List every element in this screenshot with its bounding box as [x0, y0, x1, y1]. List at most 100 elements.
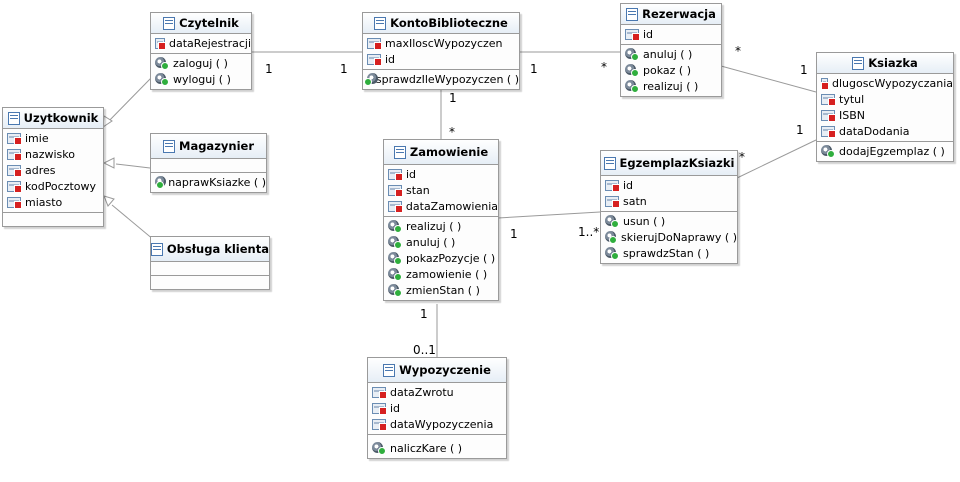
operation-row[interactable]: pokaz ( ): [621, 62, 721, 78]
public-operation-icon: [605, 246, 619, 260]
attribute-row[interactable]: kodPocztowy: [3, 178, 103, 194]
attribute-row[interactable]: id: [368, 400, 506, 416]
operation-row[interactable]: realizuj ( ): [384, 218, 498, 234]
public-operation-icon: [155, 72, 169, 86]
attribute-row[interactable]: adres: [3, 162, 103, 178]
operation-row[interactable]: wyloguj ( ): [151, 71, 251, 87]
operation-row[interactable]: skierujDoNaprawy ( ): [601, 229, 737, 245]
attribute-row[interactable]: id: [621, 26, 721, 42]
operation-row[interactable]: anuluj ( ): [621, 46, 721, 62]
attributes-section: maxIloscWypozyczen id: [363, 34, 519, 70]
multiplicity-label: 1: [340, 62, 348, 76]
operations-section: [3, 213, 103, 226]
private-attribute-icon: [372, 418, 387, 431]
class-header: Ksiazka: [817, 53, 953, 74]
attribute-row[interactable]: satn: [601, 193, 737, 209]
attribute-row[interactable]: id: [384, 166, 498, 182]
attribute-row[interactable]: tytul: [817, 91, 953, 107]
class-name: Magazynier: [179, 139, 254, 153]
attribute-row[interactable]: stan: [384, 182, 498, 198]
operation-name: anuluj ( ): [643, 47, 693, 61]
attribute-row[interactable]: dataWypozyczenia: [368, 416, 506, 432]
attribute-row[interactable]: dataZamowienia: [384, 198, 498, 214]
operation-row[interactable]: dodajEgzemplaz ( ): [817, 143, 953, 159]
attribute-name: miasto: [25, 195, 63, 209]
operation-name: naliczKare ( ): [390, 441, 463, 455]
operation-row[interactable]: usun ( ): [601, 213, 737, 229]
operation-row[interactable]: pokazPozycje ( ): [384, 250, 498, 266]
operation-row[interactable]: anuluj ( ): [384, 234, 498, 250]
class-name: EgzemplazKsiazki: [619, 156, 735, 170]
class-box-egzemplazksiazki[interactable]: EgzemplazKsiazki id satn usun ( ) skieru…: [600, 150, 738, 264]
class-header: Wypozyczenie: [368, 358, 506, 383]
operation-name: zmienStan ( ): [406, 283, 480, 297]
multiplicity-label: *: [735, 44, 741, 58]
public-operation-icon: [625, 79, 639, 93]
class-box-wypozyczenie[interactable]: Wypozyczenie dataZwrotu id dataWypozycze…: [367, 357, 507, 459]
attribute-row[interactable]: imie: [3, 130, 103, 146]
operation-row[interactable]: zaloguj ( ): [151, 55, 251, 71]
operation-row[interactable]: sprawdzIleWypozyczen ( ): [363, 71, 519, 87]
operation-row[interactable]: naliczKare ( ): [368, 440, 506, 456]
public-operation-icon: [605, 214, 619, 228]
attribute-row[interactable]: maxIloscWypozyczen: [363, 35, 519, 51]
private-attribute-icon: [605, 179, 620, 192]
class-box-magazynier[interactable]: Magazynier naprawKsiazke ( ): [150, 133, 267, 193]
operation-row[interactable]: zamowienie ( ): [384, 266, 498, 282]
class-header: Obsługa klienta: [151, 237, 269, 262]
class-box-obsluga-klienta[interactable]: Obsługa klienta: [150, 236, 270, 290]
class-box-zamowienie[interactable]: Zamowienie id stan dataZamowienia realiz…: [383, 139, 499, 301]
multiplicity-label: 0..1: [413, 343, 436, 357]
attribute-name: maxIloscWypozyczen: [385, 36, 503, 50]
attribute-row[interactable]: dataZwrotu: [368, 384, 506, 400]
class-header: KontoBiblioteczne: [363, 13, 519, 34]
attribute-row[interactable]: id: [363, 51, 519, 67]
operation-row[interactable]: sprawdzStan ( ): [601, 245, 737, 261]
class-header: Zamowienie: [384, 140, 498, 165]
attribute-row[interactable]: dataRejestracji: [151, 35, 251, 51]
class-box-rezerwacja[interactable]: Rezerwacja id anuluj ( ) pokaz ( ) reali…: [620, 3, 722, 97]
attribute-name: dataRejestracji: [169, 36, 251, 50]
class-icon: [7, 111, 20, 125]
class-icon: [852, 56, 865, 70]
attribute-name: tytul: [839, 92, 865, 106]
private-attribute-icon: [388, 184, 403, 197]
attribute-row[interactable]: dataDodania: [817, 123, 953, 139]
operation-row[interactable]: realizuj ( ): [621, 78, 721, 94]
private-attribute-icon: [821, 109, 836, 122]
operations-section: usun ( ) skierujDoNaprawy ( ) sprawdzSta…: [601, 212, 737, 263]
attribute-name: id: [385, 52, 396, 66]
operations-section: [151, 276, 269, 289]
operation-row[interactable]: naprawKsiazke ( ): [151, 174, 266, 190]
attribute-row[interactable]: miasto: [3, 194, 103, 210]
class-box-kontobiblioteczne[interactable]: KontoBiblioteczne maxIloscWypozyczen id …: [362, 12, 520, 90]
operation-name: skierujDoNaprawy ( ): [621, 230, 737, 244]
operations-section: dodajEgzemplaz ( ): [817, 142, 953, 161]
attribute-row[interactable]: dlugoscWypozyczania: [817, 75, 953, 91]
class-box-czytelnik[interactable]: Czytelnik dataRejestracji zaloguj ( ) wy…: [150, 12, 252, 90]
public-operation-icon: [363, 72, 378, 86]
class-box-uzytkownik[interactable]: Uzytkownik imie nazwisko adres kodPoczto…: [2, 107, 104, 227]
attribute-row[interactable]: nazwisko: [3, 146, 103, 162]
generalization-arrowhead: [102, 157, 115, 169]
class-name: Rezerwacja: [642, 7, 716, 21]
multiplicity-label: 1..*: [578, 225, 600, 239]
attribute-row[interactable]: id: [601, 177, 737, 193]
attribute-row[interactable]: ISBN: [817, 107, 953, 123]
attribute-name: dataDodania: [839, 124, 910, 138]
class-box-ksiazka[interactable]: Ksiazka dlugoscWypozyczania tytul ISBN d…: [816, 52, 954, 162]
attribute-name: id: [406, 167, 417, 181]
operation-name: zaloguj ( ): [173, 56, 228, 70]
operations-section: naliczKare ( ): [368, 435, 506, 458]
operations-section: realizuj ( ) anuluj ( ) pokazPozycje ( )…: [384, 217, 498, 300]
operation-name: naprawKsiazke ( ): [168, 175, 266, 189]
attribute-name: dataZwrotu: [390, 385, 454, 399]
operation-name: pokaz ( ): [643, 63, 691, 77]
private-attribute-icon: [605, 195, 620, 208]
operation-name: pokazPozycje ( ): [406, 251, 496, 265]
operation-row[interactable]: zmienStan ( ): [384, 282, 498, 298]
multiplicity-label: 1: [796, 123, 804, 137]
attribute-name: imie: [25, 131, 49, 145]
private-attribute-icon: [7, 180, 22, 193]
public-operation-icon: [372, 441, 386, 455]
